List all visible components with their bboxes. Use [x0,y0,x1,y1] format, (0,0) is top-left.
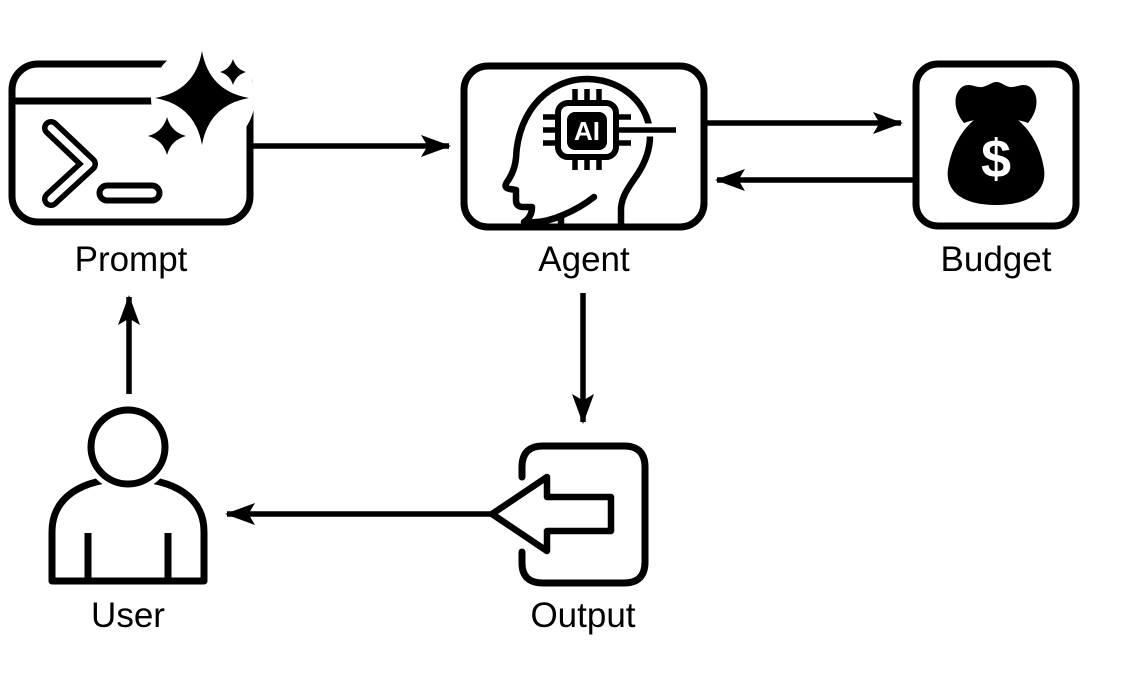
chip-inner-square [567,112,607,150]
dollar-sign: $ [981,129,1011,189]
output-label: Output [530,596,636,635]
person-body-outline [48,474,208,585]
agent-node: AI [460,62,708,231]
person-head [87,406,169,488]
budget-label: Budget [940,240,1052,279]
output-left-arrow [488,473,615,555]
sparkle-large-icon [155,51,249,145]
prompt-node [8,46,255,226]
user-label: User [91,596,165,635]
prompt-label: Prompt [74,240,188,279]
edge-group [118,112,915,525]
head-ai-chip-icon: AI [502,75,676,230]
person-icon [48,402,208,585]
user-node [48,402,208,585]
terminal-chevron-inner [47,124,93,203]
head-profile-outline [502,75,654,230]
budget-node: $ [912,60,1080,230]
export-arrow-icon [488,442,649,587]
agent-label: Agent [538,240,630,279]
chip-label: AI [574,116,600,146]
money-bag-body [947,117,1045,205]
money-bag-icon: $ [947,82,1045,205]
terminal-sparkles-icon [8,46,255,226]
output-node [488,442,649,587]
sparkle-medium-icon [148,117,186,155]
money-bag-knot [955,82,1037,123]
sparkle-small-icon [220,59,246,85]
output-box [518,442,649,587]
